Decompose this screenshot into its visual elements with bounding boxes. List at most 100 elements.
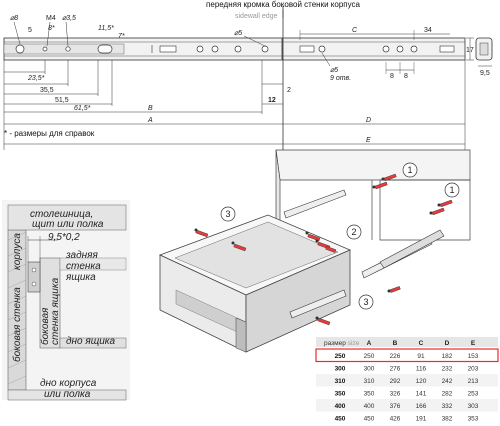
side-top-label-2: щит или полка — [32, 219, 104, 230]
table-col-header: A — [367, 340, 372, 347]
dim-a: A — [147, 117, 153, 124]
rail-right-body — [282, 37, 466, 61]
svg-text:1: 1 — [407, 165, 412, 175]
rail-lower — [289, 289, 347, 319]
table-cell: 450 — [364, 416, 375, 422]
front-edge-label: передняя кромка боковой стенки корпуса — [206, 0, 360, 9]
dim-d8: ⌀8 — [10, 15, 18, 22]
rail-upper-left — [283, 189, 347, 219]
callout-3a: 3 — [220, 206, 236, 222]
dim-34: 34 — [424, 27, 432, 34]
side-top-label-1: столешница, — [30, 209, 93, 220]
side-back-3: ящика — [65, 272, 96, 283]
table-size-cell: 350 — [335, 391, 346, 398]
side-back-2: стенка — [66, 261, 101, 272]
footnote: * - размеры для справок — [4, 129, 95, 138]
table-cell: 91 — [417, 353, 425, 360]
table-cell: 300 — [364, 366, 375, 373]
top-plate-section — [7, 204, 127, 231]
dim-d: D — [366, 117, 371, 124]
side-body-2: корпуса — [12, 233, 23, 270]
dim-d5-bot: ⌀5 — [330, 67, 338, 74]
dim-d3-5: ⌀3,5 — [62, 15, 76, 22]
dim-8-b: 8 — [404, 73, 408, 80]
table-cell: 276 — [390, 366, 401, 373]
table-cell: 182 — [442, 353, 453, 360]
side-under-2: или полка — [44, 389, 91, 400]
dim-8-star: 8* — [48, 25, 55, 32]
dim-17: 17 — [466, 47, 474, 54]
sidewall-edge-label: sidewall edge — [235, 13, 278, 20]
dim-d5-top: ⌀5 — [234, 30, 242, 37]
table-size-cell: 250 — [335, 353, 346, 360]
table-header-label: размер size — [324, 340, 360, 347]
dim-e: E — [366, 137, 371, 144]
table-cell: 426 — [390, 416, 401, 422]
table-cell: 166 — [416, 403, 427, 410]
bottom-shelf-section — [7, 389, 127, 401]
table-cell: 232 — [442, 366, 453, 373]
callout-2: 2 — [346, 224, 362, 240]
table-cell: 226 — [390, 353, 401, 360]
side-under-1: дно корпуса — [40, 378, 97, 389]
svg-text:1: 1 — [449, 185, 454, 195]
table-cell: 400 — [364, 403, 375, 410]
table-cell: 191 — [416, 416, 427, 422]
table-cell: 292 — [390, 378, 401, 385]
svg-text:2: 2 — [351, 227, 356, 237]
dim-61-5: 61,5* — [74, 105, 91, 112]
rail-top-view: передняя кромка боковой стенки корпуса s… — [3, 0, 493, 150]
side-section-view: столешница, щит или полка 9,5*0,2 задняя… — [2, 200, 130, 401]
side-back-1: задняя — [65, 250, 98, 261]
table-col-header: E — [471, 340, 476, 347]
dim-c: C — [352, 27, 358, 34]
table-cell: 242 — [442, 378, 453, 385]
dim-35-5: 35,5 — [40, 87, 54, 94]
dim-m4: M4 — [46, 15, 56, 22]
table-cell: 250 — [364, 353, 375, 360]
table-cell: 253 — [468, 391, 479, 398]
table-cell: 350 — [364, 391, 375, 398]
table-cell: 382 — [442, 416, 453, 422]
hole-d8 — [15, 44, 25, 54]
callout-3b: 3 — [358, 294, 374, 310]
callout-1a: 1 — [402, 162, 418, 178]
table-cell: 326 — [390, 391, 401, 398]
side-drawer-1: боковая — [39, 307, 51, 345]
dim-2: 2 — [287, 87, 291, 94]
table-size-cell: 400 — [335, 403, 346, 410]
table-cell: 153 — [468, 353, 479, 360]
table-col-header: D — [445, 340, 450, 347]
table-cell: 310 — [364, 378, 375, 385]
table-row: 250 250 226 91 182 153 — [315, 348, 499, 363]
slide-section — [27, 261, 41, 293]
table-col-header: B — [393, 340, 398, 347]
callout-1b: 1 — [444, 182, 460, 198]
dim-5: 5 — [28, 27, 32, 34]
table-cell: 141 — [416, 391, 427, 398]
dim-b: B — [148, 105, 153, 112]
dim-8-a: 8 — [390, 73, 394, 80]
dim-9-5: 9,5 — [480, 70, 490, 77]
table-cell: 116 — [416, 366, 427, 373]
svg-text:3: 3 — [363, 297, 368, 307]
side-drawer-2: стенка ящика — [50, 277, 61, 345]
side-dim: 9,5*0,2 — [48, 232, 80, 243]
side-bottom-label: дно ящика — [66, 336, 116, 347]
dim-23-5: 23,5* — [27, 75, 45, 82]
table-size-cell: 450 — [335, 416, 346, 422]
dim-51-5: 51,5 — [55, 97, 69, 104]
dim-7-star: 7* — [118, 33, 125, 40]
dim-12: 12 — [268, 97, 276, 104]
table-cell: 353 — [468, 416, 479, 422]
table-cell: 203 — [468, 366, 479, 373]
table-col-header: C — [419, 340, 424, 347]
table-cell: 303 — [468, 403, 479, 410]
dim-11-5: 11,5* — [98, 25, 114, 32]
